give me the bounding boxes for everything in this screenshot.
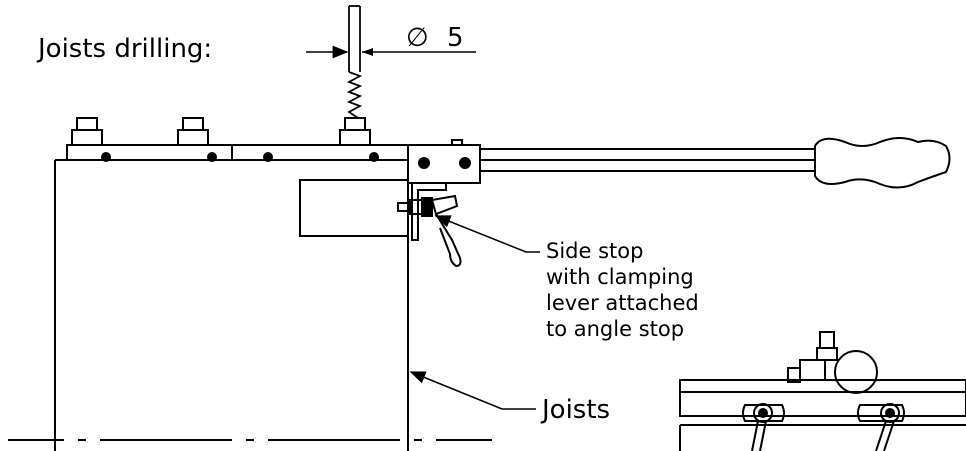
joists-leader bbox=[409, 371, 536, 410]
drawing-title: Joists drilling: bbox=[36, 34, 212, 64]
drill-bit bbox=[346, 5, 363, 119]
side-stop-label: Side stop with clamping lever attached t… bbox=[546, 239, 705, 341]
joist-block bbox=[54, 145, 409, 451]
side-stop-line-1: Side stop bbox=[546, 239, 643, 263]
jig-top-plate bbox=[66, 144, 409, 161]
clamping-lever bbox=[397, 194, 462, 268]
side-stop-line-2: with clamping bbox=[546, 265, 694, 289]
side-stop-line-4: to angle stop bbox=[546, 317, 684, 341]
diameter-dimension bbox=[306, 45, 476, 59]
side-stop-leader bbox=[434, 215, 540, 253]
diameter-symbol: ∅ bbox=[406, 23, 429, 53]
side-stop-line-3: lever attached bbox=[546, 291, 699, 315]
handle-bar bbox=[480, 148, 815, 172]
inset-detail bbox=[679, 331, 966, 451]
angle-stop-bracket bbox=[407, 139, 481, 241]
joists-label: Joists bbox=[540, 395, 610, 425]
diameter-value: 5 bbox=[447, 23, 464, 53]
side-stop-box bbox=[299, 179, 409, 237]
drill-guides bbox=[71, 117, 371, 146]
handle-grip bbox=[814, 137, 951, 189]
